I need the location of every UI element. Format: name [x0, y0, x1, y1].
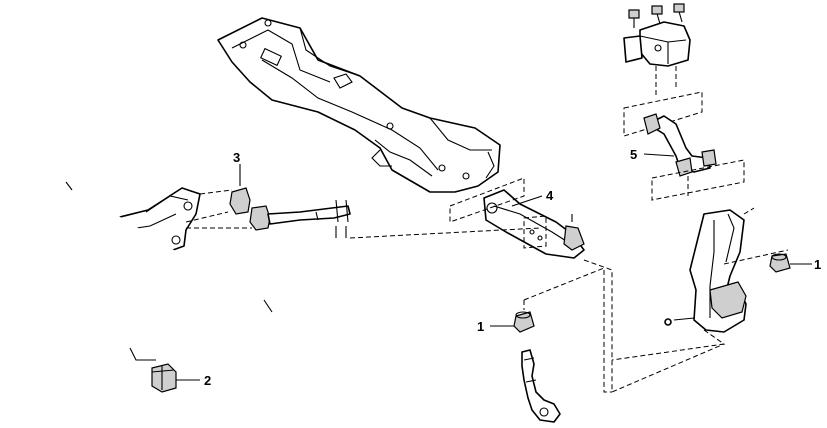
callout-1-right: 1 — [814, 257, 821, 272]
stabilizer-bar — [8, 181, 273, 361]
leader-5 — [643, 153, 675, 157]
callout-3: 3 — [233, 150, 240, 165]
callout-1-center: 1 — [477, 319, 484, 334]
leader-4 — [511, 195, 543, 207]
callout-2: 2 — [204, 373, 211, 388]
front-crossmember — [217, 17, 501, 193]
lower-control-arm — [349, 177, 585, 259]
center-bushing — [513, 311, 535, 333]
stabilizer-bushing — [151, 363, 177, 393]
torque-rod — [623, 91, 745, 201]
right-bushing — [769, 253, 791, 273]
callout-4: 4 — [546, 188, 554, 203]
right-mount-bracket — [611, 207, 789, 361]
stabilizer-link — [521, 259, 725, 423]
engine-mount-bracket — [623, 3, 691, 96]
tie-rod-assembly — [185, 187, 351, 238]
callout-5: 5 — [630, 147, 637, 162]
